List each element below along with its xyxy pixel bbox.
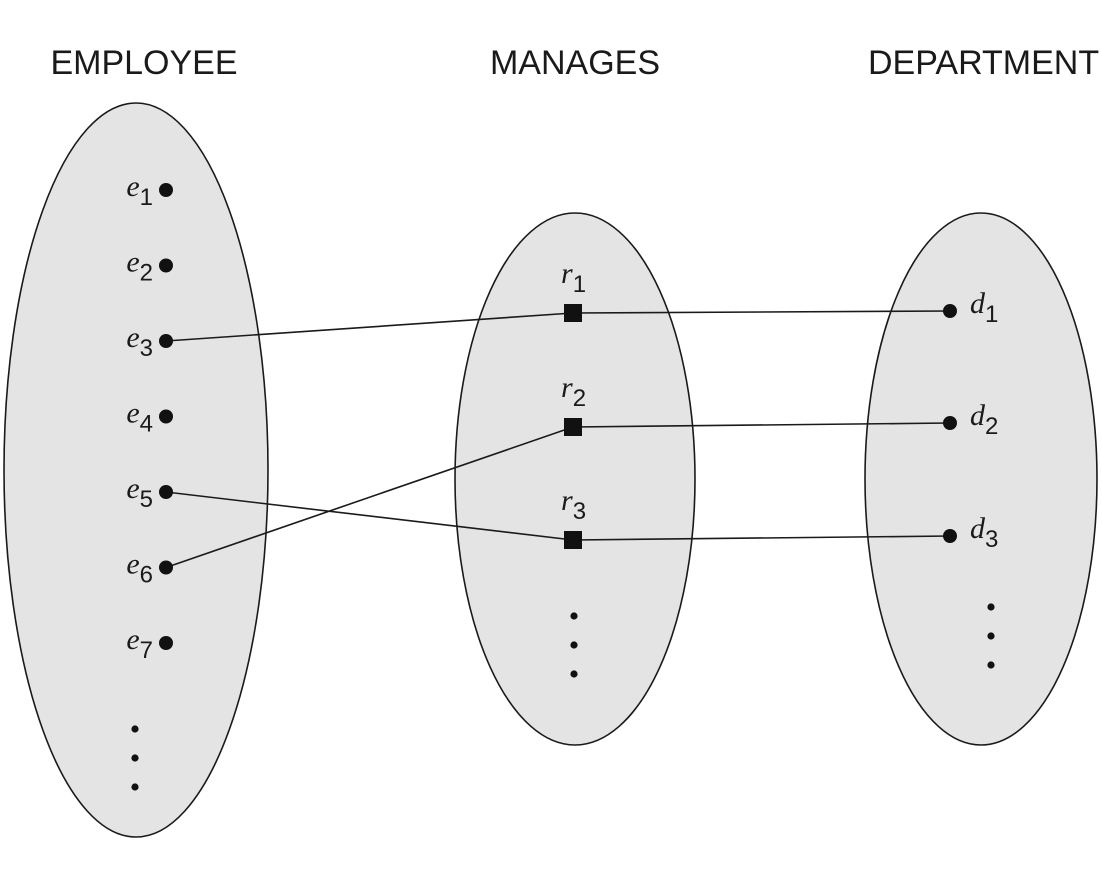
link-e5-r3	[165, 491, 574, 541]
employee-set-ellipse	[3, 102, 269, 838]
link-r3-d3	[572, 535, 951, 541]
department-set-ellipse	[864, 212, 1098, 746]
relationship-label-r1: r1	[561, 257, 586, 298]
employee-node-e7	[159, 636, 173, 650]
department-node-d3	[943, 529, 957, 543]
employee-set-title: EMPLOYEE	[50, 44, 237, 82]
ellipsis-dot	[570, 670, 578, 678]
ellipsis-dot	[131, 783, 139, 791]
employee-label-e1: e1	[126, 170, 153, 211]
department-label-d1: d1	[970, 287, 998, 328]
department-continuation	[987, 603, 995, 669]
employee-label-e5: e5	[126, 472, 153, 513]
links-layer	[165, 310, 951, 569]
department-label-d3: d3	[970, 512, 998, 553]
department-label-d2: d2	[970, 399, 998, 440]
employee-label-e3: e3	[126, 321, 153, 362]
relationship-label-r2: r2	[561, 371, 586, 412]
link-e3-r1	[165, 312, 574, 342]
relationship-node-r2	[564, 418, 582, 436]
ellipsis-dot	[987, 603, 995, 611]
manages-nodes: r1 r2 r3	[561, 257, 586, 549]
employee-continuation	[131, 725, 139, 791]
ellipsis-dot	[987, 632, 995, 640]
ellipsis-dot	[987, 661, 995, 669]
employee-node-e3	[159, 334, 173, 348]
employee-label-e4: e4	[126, 397, 153, 438]
employee-node-e6	[159, 560, 173, 575]
continuation-markers	[131, 603, 995, 791]
manages-set-title: MANAGES	[490, 44, 660, 82]
department-node-d1	[943, 304, 957, 318]
ellipsis-dot	[131, 754, 139, 762]
ellipsis-dot	[131, 725, 139, 733]
employee-node-e1	[159, 183, 173, 197]
link-r2-d2	[572, 422, 951, 428]
manages-continuation	[570, 612, 578, 678]
employee-node-e5	[159, 485, 173, 499]
ellipsis-dot	[570, 612, 578, 620]
relationship-node-r3	[564, 531, 582, 549]
relationship-node-r1	[564, 304, 582, 322]
employee-node-e4	[159, 409, 173, 424]
employee-label-e2: e2	[126, 246, 153, 287]
department-node-d2	[943, 416, 957, 430]
link-r1-d1	[572, 310, 951, 314]
manages-set-ellipse	[454, 212, 696, 746]
employee-nodes: e1 e2 e3 e4 e5 e6 e7	[126, 170, 173, 664]
ellipsis-dot	[570, 641, 578, 649]
link-e6-r2	[165, 426, 574, 569]
employee-label-e6: e6	[126, 548, 153, 589]
employee-node-e2	[159, 258, 173, 273]
employee-label-e7: e7	[126, 623, 153, 664]
department-set-title: DEPARTMENT	[868, 44, 1099, 82]
department-nodes: d1 d2 d3	[943, 287, 998, 553]
relationship-label-r3: r3	[561, 484, 586, 525]
